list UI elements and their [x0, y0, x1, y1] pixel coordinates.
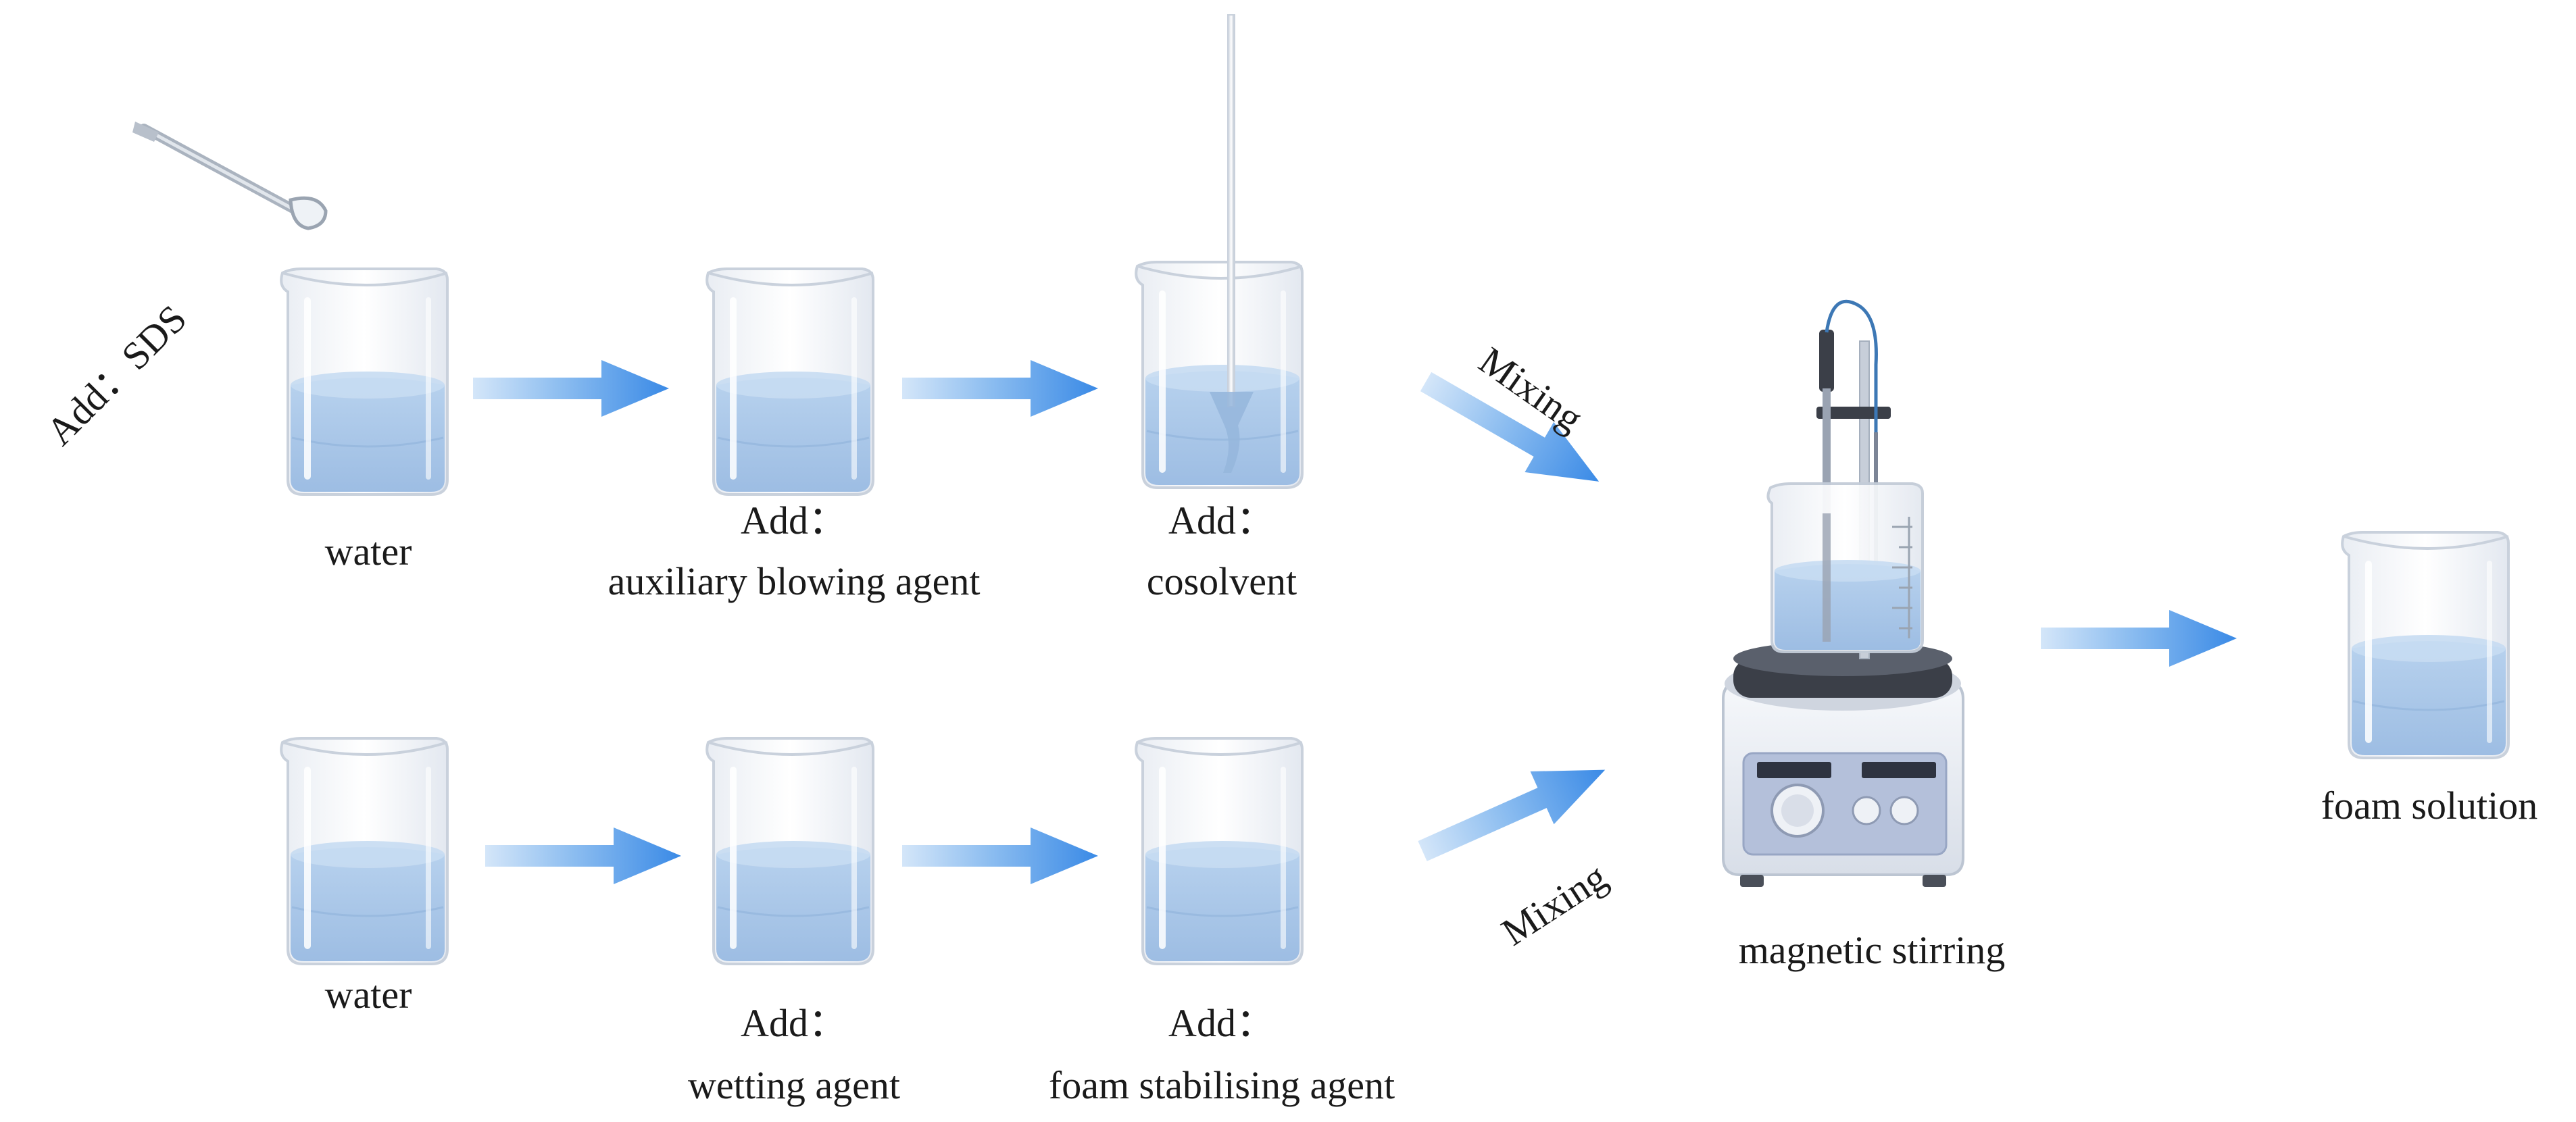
- arrow-icon: [473, 360, 669, 417]
- foam-stabilising-agent-label: foam stabilising agent: [1048, 1063, 1395, 1107]
- stirring-rod-icon: [1210, 14, 1254, 473]
- beaker-icon: [280, 267, 449, 496]
- beaker-icon: [280, 737, 449, 965]
- foam-solution-label: foam solution: [2321, 784, 2538, 827]
- cosolvent-label: cosolvent: [1146, 559, 1297, 603]
- arrow-icon: [902, 827, 1098, 884]
- beaker-icon: [1135, 261, 1304, 489]
- beaker-icon: [1135, 737, 1304, 965]
- beaker-icon: [705, 737, 874, 965]
- auxiliary-blowing-agent-label: auxiliary blowing agent: [608, 559, 981, 603]
- arrow-icon: [902, 360, 1098, 417]
- top-add-label: Add：: [1168, 499, 1275, 542]
- beaker-icon: [2341, 531, 2510, 759]
- top-add-label: Add：: [741, 499, 847, 542]
- arrow-icon: [2041, 610, 2237, 667]
- wetting-agent-label: wetting agent: [687, 1063, 901, 1107]
- bottom-add-label: Add：: [1168, 1001, 1275, 1045]
- magnetic-stirring-label: magnetic stirring: [1738, 928, 2006, 972]
- spatula-icon: [132, 122, 328, 230]
- top-water-label: water: [324, 530, 412, 573]
- bottom-add-label: Add：: [741, 1001, 847, 1045]
- bottom-water-label: water: [324, 973, 412, 1017]
- arrow-icon: [485, 827, 681, 884]
- beaker-icon: [705, 267, 874, 496]
- magnetic-stirrer-icon: [1722, 299, 1964, 887]
